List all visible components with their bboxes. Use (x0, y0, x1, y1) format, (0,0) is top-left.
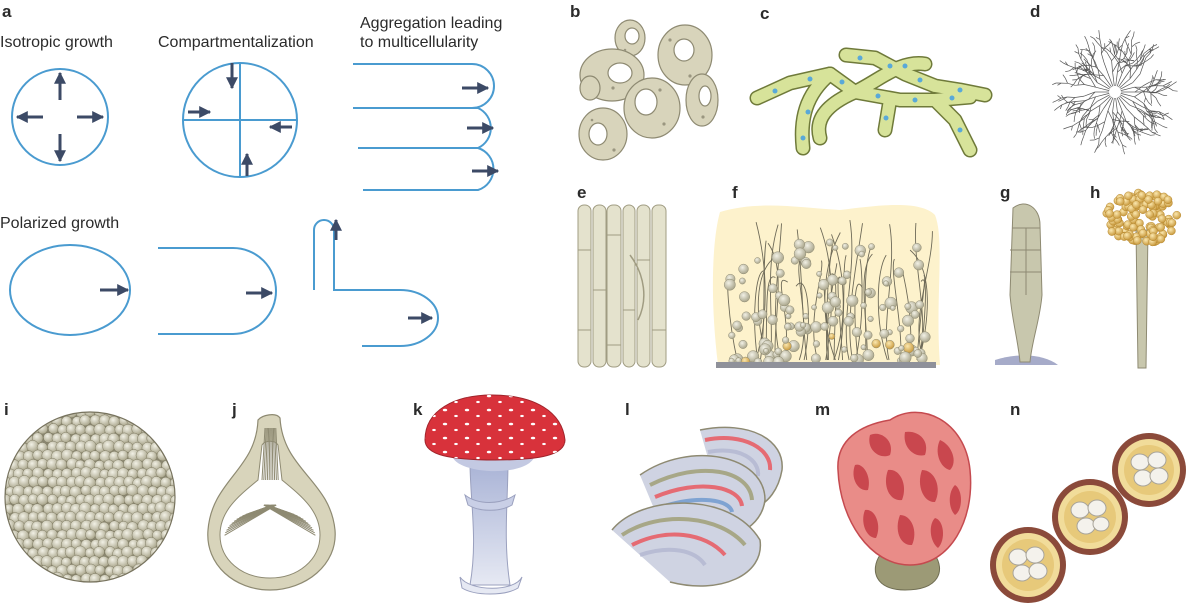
panel-label-m: m (815, 400, 831, 419)
panel-label-n: n (1010, 400, 1021, 419)
panel-k-mushroom (424, 394, 566, 595)
panel-a-polarized-shapes (9, 218, 439, 347)
panel-label-i: i (4, 400, 9, 419)
panel-label-c: c (760, 4, 770, 23)
panel-f-biofilm (712, 205, 940, 368)
panel-label-d: d (1030, 2, 1041, 21)
panel-c-septate-hyphae (749, 47, 993, 158)
panel-n-birds-nest-fungi (990, 433, 1186, 603)
panel-label-f: f (732, 183, 738, 202)
label-aggregation-line1: Aggregation leading (360, 15, 503, 32)
panel-h-conidiophore (1102, 188, 1182, 369)
label-polarized-growth: Polarized growth (0, 215, 120, 232)
label-compartmentalization: Compartmentalization (158, 34, 314, 51)
panel-a-compartment-circle (182, 62, 298, 178)
panel-label-k: k (413, 400, 423, 419)
panel-e-hyphal-bundle (577, 204, 667, 368)
panel-label-a: a (2, 2, 12, 21)
panel-j-perithecium (207, 414, 336, 591)
panel-label-l: l (625, 400, 630, 419)
panel-l-bracket-fungus (611, 426, 783, 587)
panel-a-isotropic-circle (11, 68, 109, 166)
panel-label-g: g (1000, 183, 1011, 202)
panel-d-mycelium (1052, 30, 1178, 155)
panel-label-j: j (232, 400, 237, 419)
panel-b-yeast-cells (578, 19, 719, 161)
panel-label-b: b (570, 2, 581, 21)
label-aggregation-line2: to multicellularity (360, 34, 479, 51)
panel-a-aggregation-hyphae (353, 63, 500, 191)
panel-label-h: h (1090, 183, 1101, 202)
panel-m-lattice-fungus (837, 411, 972, 591)
panel-i-spore-mass (4, 411, 176, 583)
panel-label-e: e (577, 183, 587, 202)
label-isotropic-growth: Isotropic growth (0, 34, 113, 51)
panel-g-conidium (995, 203, 1058, 365)
